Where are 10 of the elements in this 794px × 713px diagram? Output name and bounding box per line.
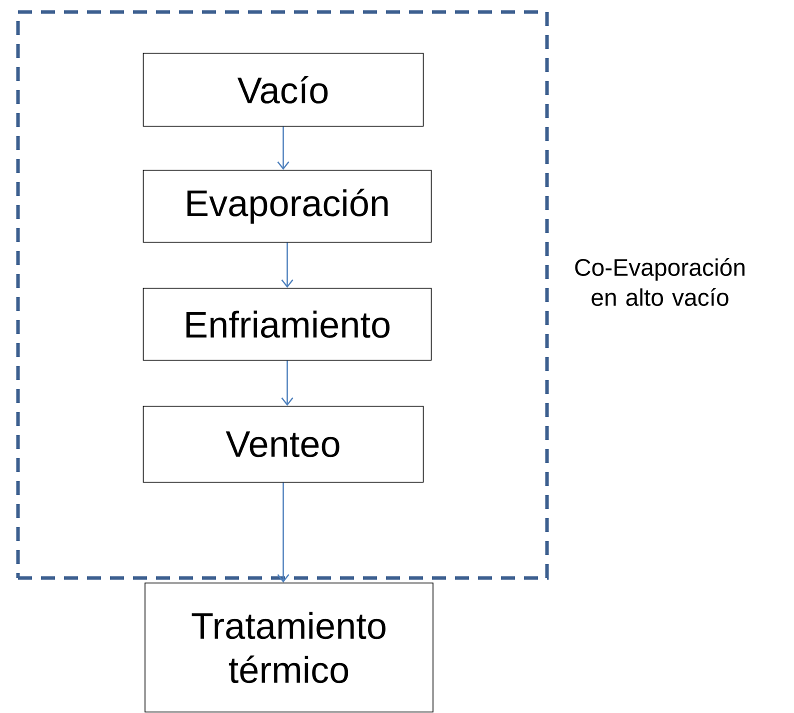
arrow <box>281 360 294 406</box>
process-box: Tratamiento térmico <box>144 582 434 712</box>
arrow <box>277 482 290 583</box>
arrow <box>281 242 294 288</box>
process-box: Enfriamiento <box>142 288 432 361</box>
process-box: Venteo <box>142 406 424 483</box>
process-box: Vacío <box>142 52 424 127</box>
arrow <box>277 126 290 170</box>
process-box: Evaporación <box>142 170 432 243</box>
group-label: Co-Evaporación en alto vacío <box>575 258 744 306</box>
